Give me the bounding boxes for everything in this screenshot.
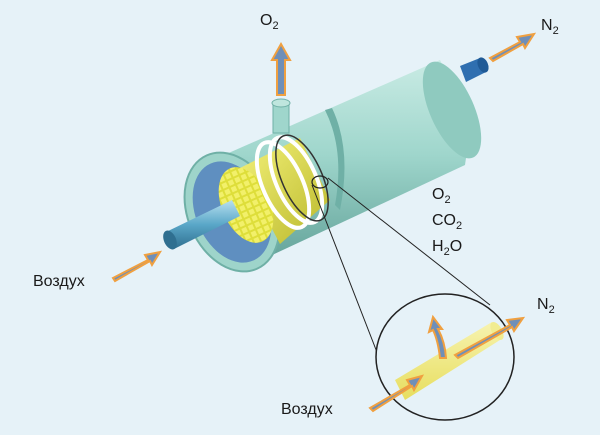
arrow-icon-air-in xyxy=(111,250,163,283)
detail-leader-lines xyxy=(311,175,491,361)
air-inlet-pipe xyxy=(163,200,240,250)
arrow-icon-n2-out xyxy=(488,32,537,63)
nitrogen-detail-label: N2 xyxy=(537,296,555,317)
arrow-icon-o2-up xyxy=(270,41,292,96)
air-detail-label: Воздух xyxy=(281,401,333,418)
air-inlet-label: Воздух xyxy=(33,273,85,290)
nitrogen-port xyxy=(460,57,489,82)
detail-circle-icon xyxy=(368,293,526,421)
permeate-gas-o2: O2 xyxy=(432,186,451,207)
permeate-gas-h2o: H2O xyxy=(432,238,463,259)
nitrogen-outlet-label: N2 xyxy=(541,17,559,38)
permeate-gas-co2: CO2 xyxy=(432,212,463,233)
oxygen-port xyxy=(271,98,291,134)
oxygen-outlet-label: O2 xyxy=(260,12,279,33)
